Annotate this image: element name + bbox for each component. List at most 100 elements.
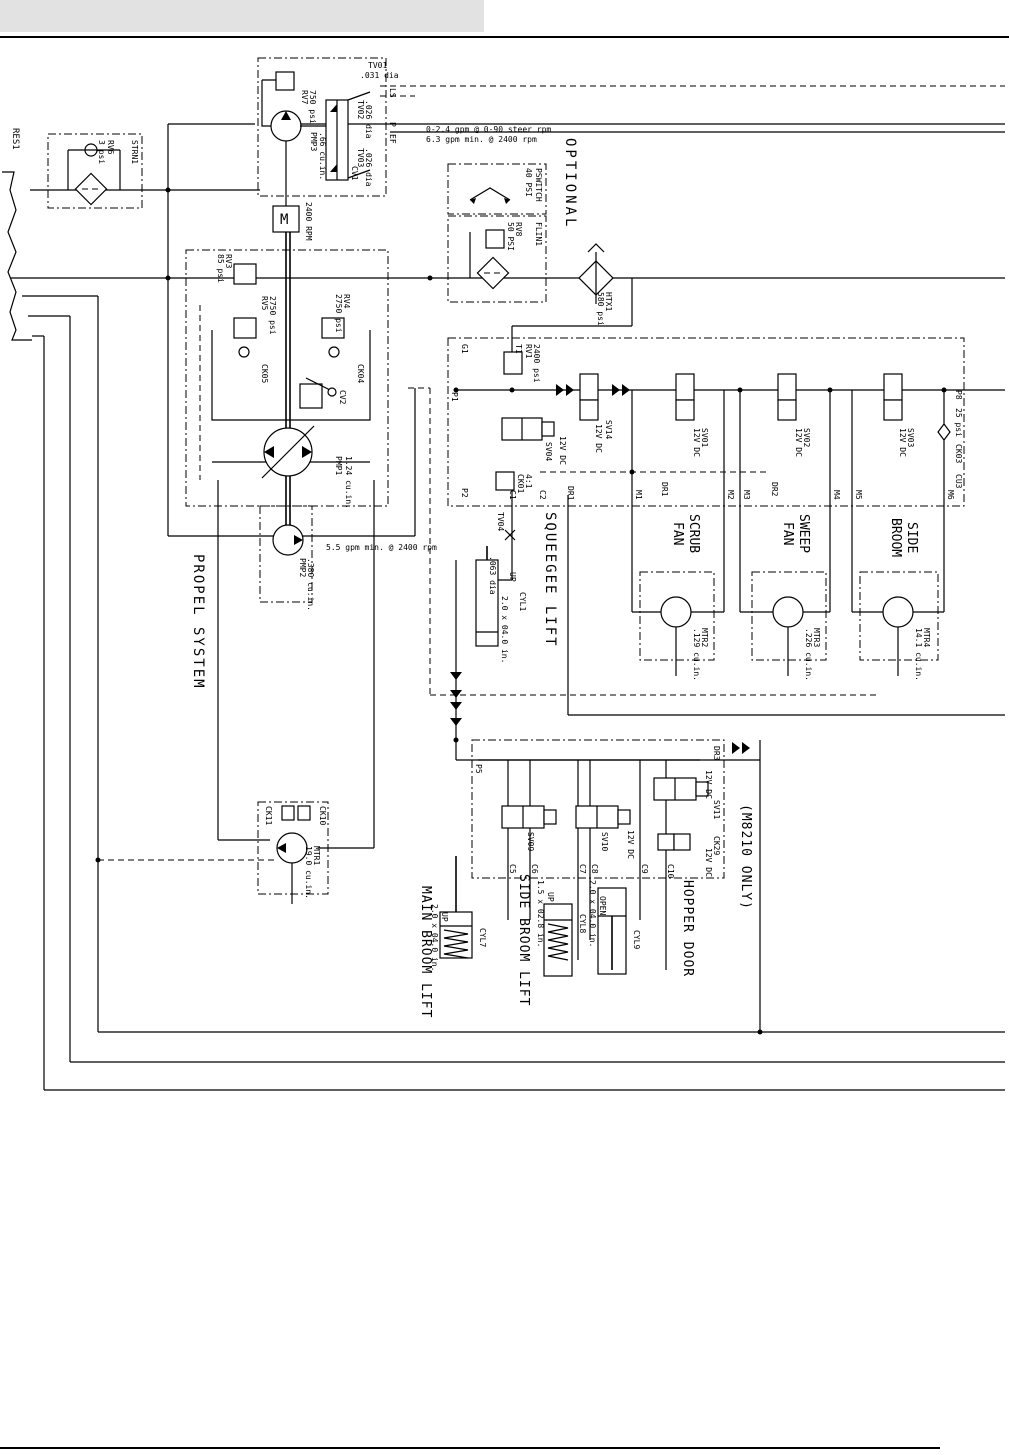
rv4-label: RV4	[342, 294, 351, 309]
res1-label: RES1	[10, 128, 20, 150]
sv04-voltage: 12V DC	[558, 436, 567, 465]
tv01-dia: .031 dia	[360, 71, 399, 80]
optional-block: OPTIONAL PSWITCH 40 PSI FLIN1 RV8 50 PSI	[447, 138, 578, 303]
tv02-label: TV02	[356, 100, 365, 119]
cyl9-dir: OPEN	[598, 896, 607, 915]
port-c8: C8	[590, 864, 599, 874]
rv8-label: RV8	[514, 222, 523, 237]
cyl7-dir: UP	[440, 912, 449, 922]
mtr1-disp: 19.0 cu.in.	[304, 846, 313, 899]
sv02-label: SV02	[802, 428, 811, 447]
m8210-only: (M8210 ONLY)	[738, 804, 753, 910]
steer-flow: 0-2.4 gpm @ 0-90 steer rpm	[426, 125, 551, 134]
ck29-voltage: 12V DC	[704, 848, 713, 877]
sv11-label: SV11	[712, 800, 721, 819]
port-ef: EF	[388, 134, 397, 144]
cyl8-size: 1.5 x 02.8 in.	[536, 880, 545, 947]
side-broom-lift: SIDE BROOM LIFT	[516, 874, 531, 1006]
sv14-voltage: 12V DC	[594, 424, 603, 453]
port-ls: LS	[388, 88, 397, 98]
propel-system: RV3 85 psi RV5 2750 psi RV4 2750 psi CK0…	[185, 249, 389, 509]
sv14-label: SV14	[604, 420, 613, 439]
side-broom-1: SIDE	[904, 522, 919, 553]
cylinder-cyl8: CYL8 1.5 x 02.8 in. UP SIDE BROOM LIFT	[516, 874, 587, 1006]
squeegee-lift-label: SQUEEGEE LIFT	[542, 512, 558, 648]
header-bar	[0, 0, 484, 32]
ck10-label: CK10	[318, 806, 327, 825]
rv3-label: RV3	[224, 254, 233, 269]
flin1-label: FLIN1	[534, 222, 543, 246]
sv03-label: SV03	[906, 428, 915, 447]
cyl1-label: CYL1	[518, 592, 527, 611]
port-m6: M6	[946, 490, 955, 500]
pswitch-psi: 40 PSI	[524, 168, 533, 197]
port-dr2: DR2	[770, 482, 779, 497]
port-m1: M1	[634, 490, 643, 500]
sv09-label: SV09	[526, 832, 535, 851]
pswitch-label: PSWITCH	[534, 168, 543, 202]
pmp2-disp: .380 cu.in.	[306, 558, 315, 611]
scrub-fan-2: FAN	[670, 522, 685, 545]
cyl9-size: 2.0 x 04.0 in.	[588, 880, 597, 947]
sv02-voltage: 12V DC	[794, 428, 803, 457]
pmp1-label: PMP1	[334, 456, 343, 475]
port-c7: C7	[578, 864, 587, 874]
engine-symbol: M	[280, 212, 288, 228]
ck29-label: CK29	[712, 836, 721, 855]
reservoir-res1: RES1	[2, 128, 32, 341]
rv6-psi: 3 psi	[97, 140, 106, 164]
pmp3-disp: .66 cu.in.	[318, 132, 327, 180]
rv1-label: RV1	[524, 344, 533, 359]
motor-mtr4: SIDE BROOM MTR4 14.1 cu.in.	[852, 518, 944, 681]
side-broom-2: BROOM	[888, 518, 903, 557]
pmp2-flow: 5.5 gpm min. @ 2400 rpm	[326, 543, 437, 552]
main-lines	[10, 85, 1005, 1091]
rv4-psi: 2750 psi	[334, 294, 343, 333]
header-rule	[0, 36, 1009, 38]
tv01-label: TV01	[368, 61, 387, 70]
cv2-label: CV2	[338, 390, 347, 405]
heat-exchanger-htx1: HTX1 580 psi	[511, 243, 633, 356]
engine-rpm: 2400 RPM	[304, 202, 313, 241]
mtr3-disp: .226 cu.in.	[804, 628, 813, 681]
strainer-strn1: STRN1 RV6 3 psi	[47, 133, 143, 209]
steer-pump-block: TV01 .031 dia RV7 750 psi PMP3 .66 cu.in…	[257, 57, 551, 206]
rv6-label: RV6	[106, 140, 115, 155]
sv04-label: SV04	[544, 442, 553, 461]
port-m4: M4	[832, 490, 841, 500]
port-dr1b: DR1	[660, 482, 669, 497]
motor-mtr2: SCRUB FAN MTR2 .129 cu.in.	[632, 514, 724, 681]
main-valve-block: G1 RV1 2400 psi T1 P1 P2 P8 SV04 12V DC …	[447, 337, 965, 612]
optional-label: OPTIONAL	[562, 138, 578, 229]
port-p: P	[388, 122, 397, 127]
port-m5: M5	[854, 490, 863, 500]
sv01-voltage: 12V DC	[692, 428, 701, 457]
tv03-label: TV03	[356, 148, 365, 167]
sv01-label: SV01	[700, 428, 709, 447]
footer-rule	[0, 1447, 940, 1449]
cyl1-size: 2.0 x 04.0 in.	[500, 596, 509, 663]
junction-dots	[95, 187, 947, 1035]
sweep-fan-1: SWEEP	[796, 514, 811, 553]
port-dr3: DR3	[712, 746, 721, 761]
rv3-psi: 85 psi	[216, 254, 225, 283]
hopper-door: HOPPER DOOR	[680, 880, 695, 977]
pmp2-label: PMP2	[298, 558, 307, 577]
strn1-label: STRN1	[130, 140, 139, 164]
propel-system-label: PROPEL SYSTEM	[190, 554, 206, 690]
ck03-psi: 25 psi	[954, 408, 963, 437]
rv7-label: RV7	[300, 90, 309, 105]
cylinder-cyl7: CYL7 2.0 x 04.0 in. UP MAIN BROOM LIFT	[418, 856, 487, 1018]
tv04-dia: .063 dia	[488, 556, 497, 595]
mtr4-label: MTR4	[922, 628, 931, 647]
tv02-dia: .026 dia	[364, 100, 373, 139]
rv5-psi: 2750 psi	[268, 296, 277, 335]
sweep-fan-2: FAN	[780, 522, 795, 545]
cv1-label: CV1	[350, 166, 359, 181]
cylinder-cyl9: CYL9 2.0 x 04.0 in. OPEN HOPPER DOOR	[588, 880, 695, 977]
ck11-label: CK11	[264, 806, 273, 825]
port-p8: P8	[954, 390, 963, 400]
cyl7-size: 2.0 x 04.0 in.	[430, 904, 439, 971]
mtr2-label: MTR2	[700, 628, 709, 647]
